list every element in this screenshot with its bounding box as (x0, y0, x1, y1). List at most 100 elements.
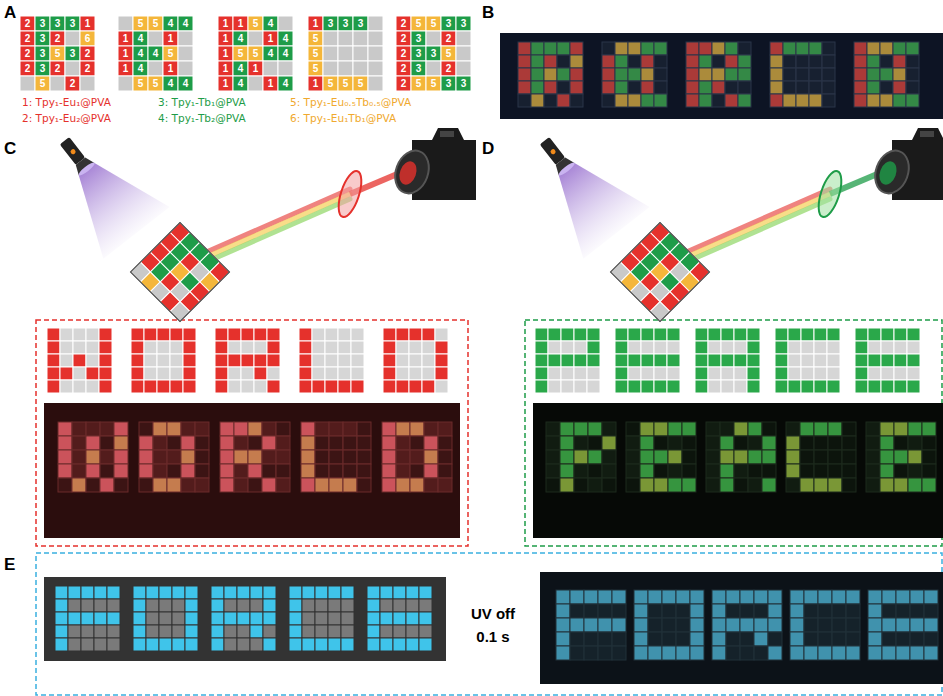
grid-cell (796, 81, 809, 94)
grid-cell (641, 81, 654, 94)
grid-cell (146, 599, 159, 612)
cell-number: 2 (441, 61, 456, 76)
grid-cell (842, 422, 856, 436)
grid-cell (814, 367, 827, 380)
grid-cell (880, 436, 894, 450)
grid-cell (183, 367, 196, 380)
grid-cell (351, 328, 364, 341)
grid-cell (315, 478, 329, 492)
grid-cell (682, 436, 696, 450)
letter-grid (131, 328, 196, 393)
grid-cell (409, 367, 422, 380)
grid-cell (157, 354, 170, 367)
grid-cell (262, 450, 276, 464)
grid-cell (906, 68, 919, 81)
grid-cell (409, 380, 422, 393)
grid-cell (157, 380, 170, 393)
grid-cell (518, 55, 531, 68)
grid-cell (561, 354, 574, 367)
grid-cell (598, 590, 612, 604)
grid-cell (676, 646, 690, 660)
grid-cell (570, 68, 583, 81)
emission-beam (675, 199, 830, 267)
grid-cell (893, 42, 906, 55)
grid-cell (276, 450, 290, 464)
grid-cell (263, 61, 278, 76)
grid-cell (80, 31, 95, 46)
grid-cell (882, 604, 896, 618)
grid-cell (557, 68, 570, 81)
code-grid (131, 223, 230, 322)
grid-cell (668, 464, 682, 478)
grid-cell (341, 586, 354, 599)
grid-cell (228, 341, 241, 354)
grid-cell (68, 638, 81, 651)
grid-cell (250, 612, 263, 625)
grid-cell (80, 61, 95, 76)
grid-cell (695, 341, 708, 354)
grid-cell (47, 341, 60, 354)
grid-cell (699, 94, 712, 107)
grid-cell (546, 422, 560, 436)
grid-cell (65, 46, 80, 61)
grid-cell (814, 464, 828, 478)
panel-label: D (482, 140, 494, 157)
grid-cell (338, 367, 351, 380)
cell-number: 3 (35, 46, 50, 61)
photo-grid (868, 590, 938, 660)
grid-cell (170, 302, 190, 322)
grid-cell (234, 436, 248, 450)
grid-cell (588, 464, 602, 478)
grid-cell (218, 46, 233, 61)
cell-number: 4 (263, 46, 278, 61)
grid-cell (828, 450, 842, 464)
grid-cell (153, 450, 167, 464)
emission-beam (195, 194, 350, 262)
legend-entry: 4: Tpy₁-Tb₂@PVA (158, 112, 246, 125)
grid-cell (312, 380, 325, 393)
grid-cell (367, 586, 380, 599)
grid-cell (648, 590, 662, 604)
grid-cell (602, 42, 615, 55)
grid-cell (263, 16, 278, 31)
grid-cell (866, 450, 880, 464)
grid-cell (435, 341, 448, 354)
grid-cell (86, 341, 99, 354)
cell-number: 4 (148, 46, 163, 61)
grid-cell (748, 422, 762, 436)
grid-cell (570, 604, 584, 618)
grid-cell (55, 638, 68, 651)
grid-cell (234, 450, 248, 464)
grid-cell (163, 61, 178, 76)
grid-cell (224, 612, 237, 625)
cell-number: 3 (338, 16, 353, 31)
grid-cell (185, 638, 198, 651)
grid-cell (47, 367, 60, 380)
grid-cell (94, 638, 107, 651)
grid-cell (100, 436, 114, 450)
grid-cell (796, 68, 809, 81)
grid-cell (846, 646, 860, 660)
grid-cell (842, 450, 856, 464)
grid-cell (648, 604, 662, 618)
grid-cell (748, 464, 762, 478)
grid-cell (557, 81, 570, 94)
grid-cell (114, 422, 128, 436)
grid-cell (409, 328, 422, 341)
grid-cell (159, 612, 172, 625)
cell-number: 5 (411, 16, 426, 31)
grid-cell (612, 646, 626, 660)
grid-cell (615, 354, 628, 367)
grid-cell (382, 450, 396, 464)
grid-cell (220, 450, 234, 464)
grid-cell (248, 46, 263, 61)
grid-cell (107, 586, 120, 599)
grid-cell (740, 604, 754, 618)
code-grid (218, 16, 293, 91)
grid-cell (740, 646, 754, 660)
grid-cell (584, 604, 598, 618)
grid-cell (338, 16, 353, 31)
cell-number: 5 (133, 16, 148, 31)
grid-cell (410, 464, 424, 478)
grid-cell (924, 604, 938, 618)
